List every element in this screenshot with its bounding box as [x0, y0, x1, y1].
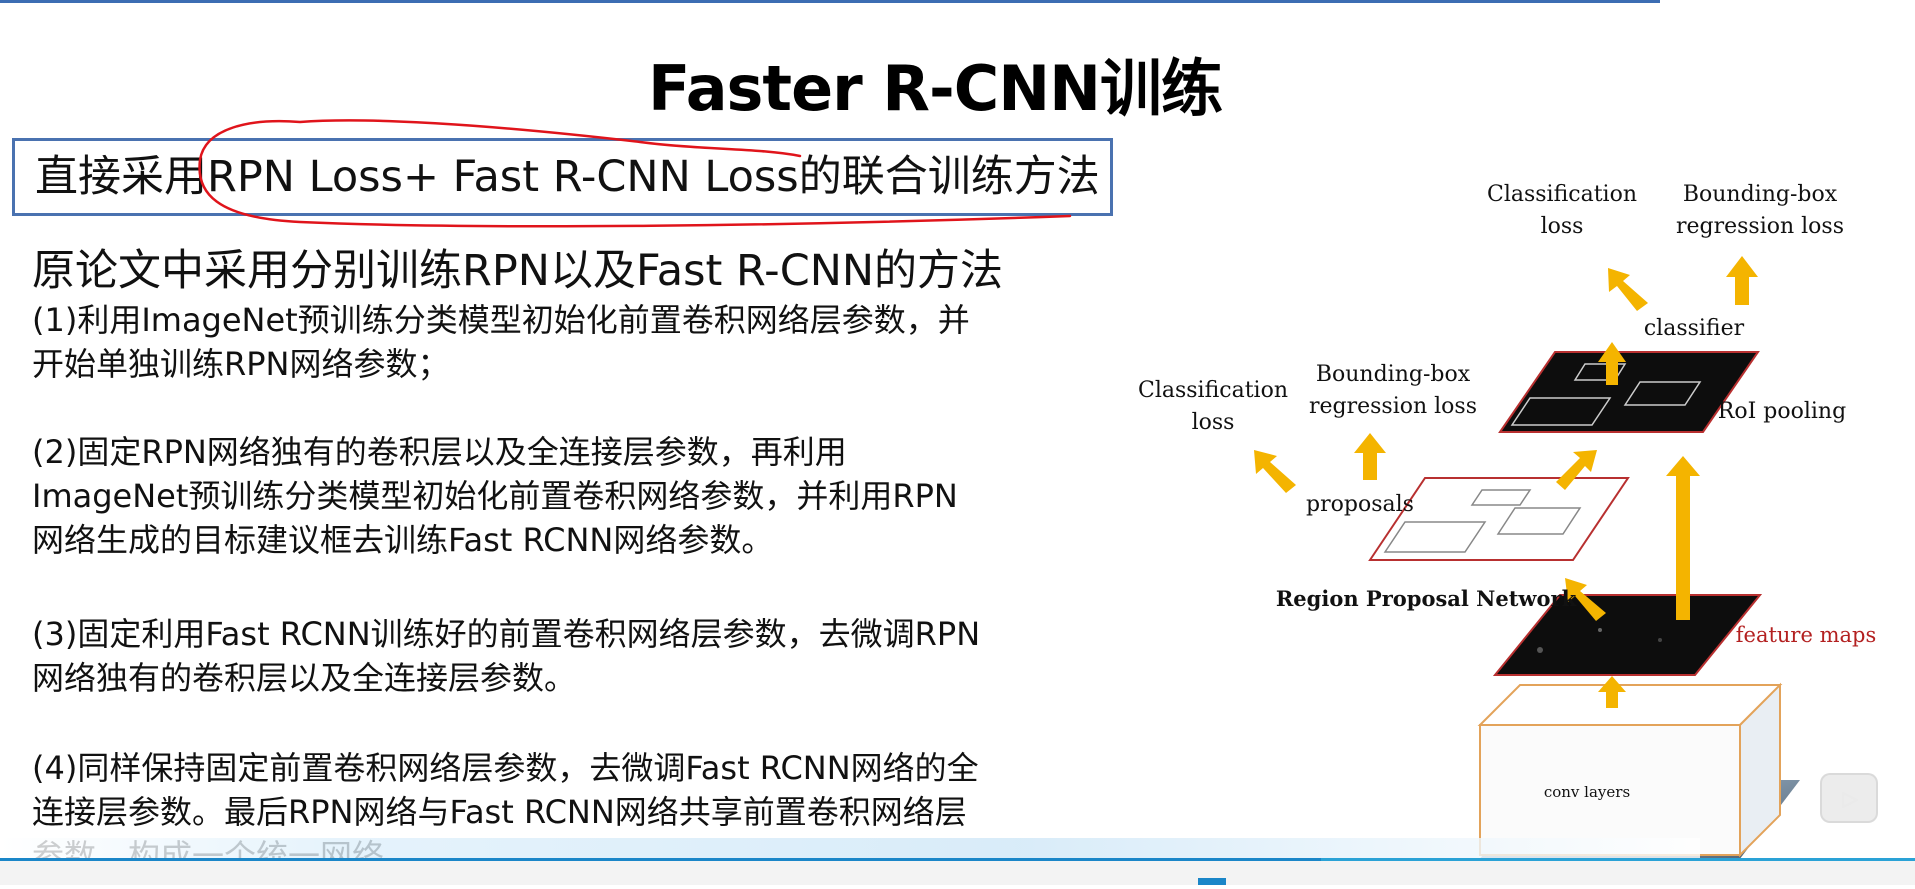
faster-rcnn-diagram: Classification loss Bounding-box regress… [1120, 160, 1900, 885]
step-line: ImageNet预训练分类模型初始化前置卷积网络参数，并利用RPN [32, 477, 958, 515]
step-line: 开始单独训练RPN网络参数； [32, 345, 450, 383]
video-control-bar[interactable] [0, 861, 1915, 885]
feature-maps-label: feature maps [1736, 623, 1876, 647]
arrow-group [1254, 256, 1758, 708]
step-line: (4)同样保持固定前置卷积网络层参数，去微调Fast RCNN网络的全 [32, 749, 979, 787]
top-accent-line [0, 0, 1660, 3]
step-paragraph: (3)固定利用Fast RCNN训练好的前置卷积网络层参数，去微调RPN 网络独有… [32, 612, 1092, 700]
rpn-label: Region Proposal Network [1276, 586, 1577, 611]
rpn-bbox-loss-line2: regression loss [1309, 394, 1477, 419]
feature-maps-plane [1492, 594, 1763, 676]
step-line: 网络独有的卷积层以及全连接层参数。 [32, 659, 577, 697]
rpn-classification-loss-line1: Classification [1138, 378, 1288, 403]
proposals-label: proposals [1306, 492, 1414, 517]
step-line: (2)固定RPN网络独有的卷积层以及全连接层参数，再利用 [32, 433, 847, 471]
top-bbox-loss-line1: Bounding-box [1683, 182, 1838, 207]
classifier-label: classifier [1644, 316, 1745, 341]
step-line: 连接层参数。最后RPN网络与Fast RCNN网络共享前置卷积网络层 [32, 793, 967, 831]
headline-text: 直接采用RPN Loss+ Fast R-CNN Loss的联合训练方法 [35, 152, 1100, 202]
roi-pooling-plane [1498, 351, 1760, 433]
slide-title: Faster R-CNN训练 [647, 52, 1223, 125]
top-bbox-loss-line2: regression loss [1676, 214, 1844, 239]
top-classification-loss-line2: loss [1541, 214, 1584, 239]
top-classification-loss-line1: Classification [1487, 182, 1637, 207]
step-paragraph: (1)利用ImageNet预训练分类模型初始化前置卷积网络层参数，并开始单独训练… [32, 298, 1092, 386]
video-progress-fill [0, 858, 1322, 861]
bilibili-tv-icon[interactable] [1820, 773, 1878, 823]
rpn-bbox-loss-line1: Bounding-box [1316, 362, 1471, 387]
rpn-classification-loss-line2: loss [1192, 410, 1235, 435]
video-thumbnail-strip [0, 838, 1700, 860]
step-paragraph: (2)固定RPN网络独有的卷积层以及全连接层参数，再利用 ImageNet预训练分… [32, 430, 1092, 562]
step-line: (1)利用ImageNet预训练分类模型初始化前置卷积网络层参数，并 [32, 301, 970, 339]
conv-layers-label: conv layers [1544, 783, 1630, 801]
roi-pooling-label: RoI pooling [1718, 399, 1846, 424]
headline-box: 直接采用RPN Loss+ Fast R-CNN Loss的联合训练方法 [12, 138, 1113, 216]
proposals-plane [1368, 477, 1630, 561]
step-line: (3)固定利用Fast RCNN训练好的前置卷积网络层参数，去微调RPN [32, 615, 981, 653]
subheading: 原论文中采用分别训练RPN以及Fast R-CNN的方法 [32, 246, 1004, 296]
step-line: 网络生成的目标建议框去训练Fast RCNN网络参数。 [32, 521, 774, 559]
progress-handle[interactable] [1198, 878, 1226, 885]
